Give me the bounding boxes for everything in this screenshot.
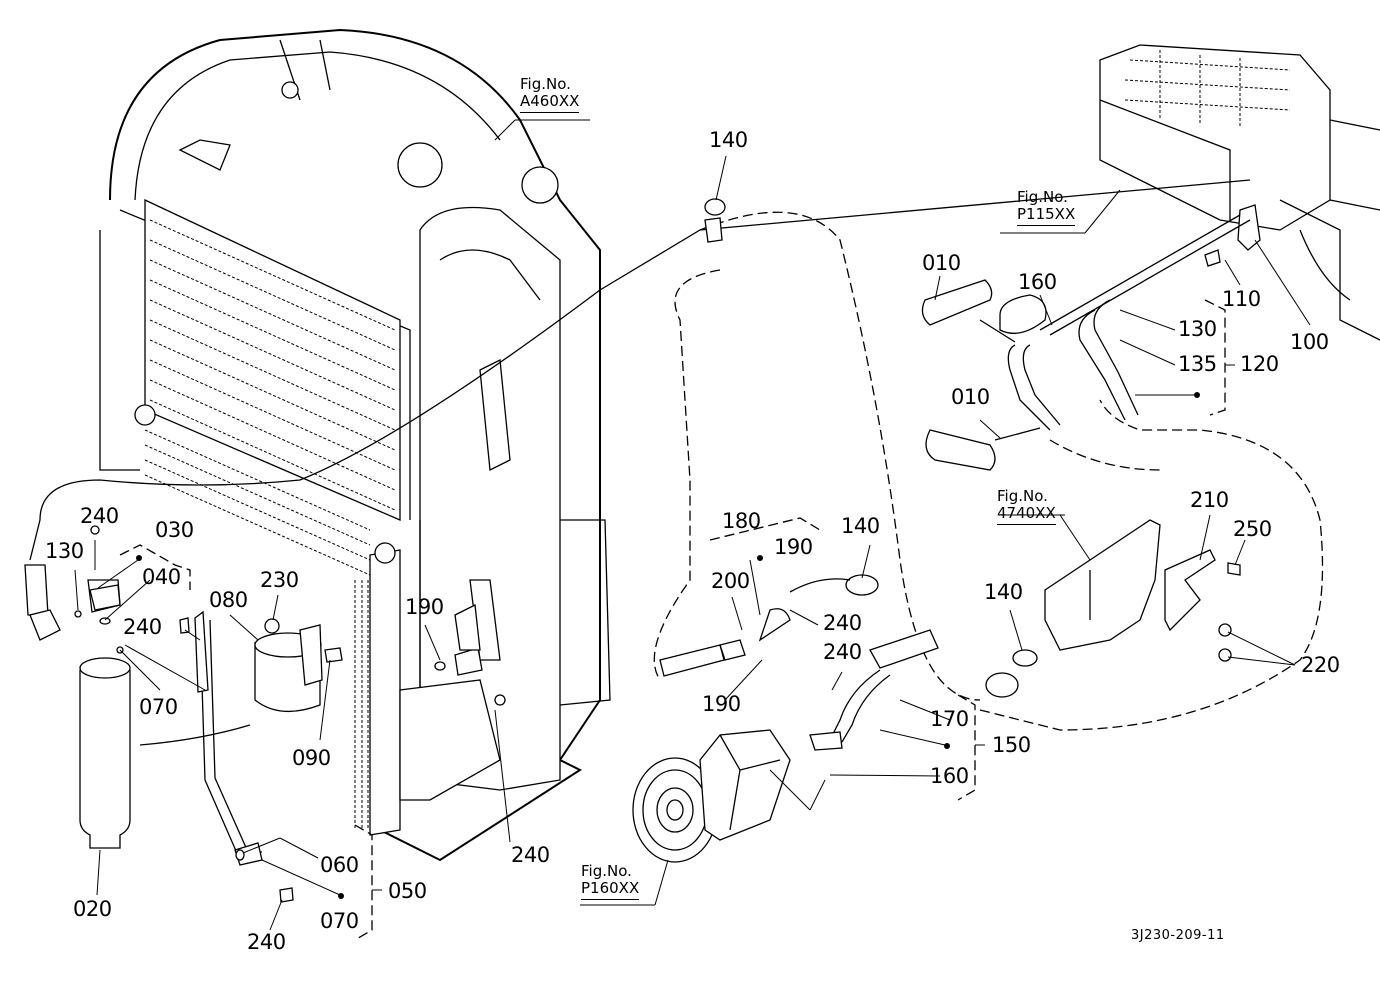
part-label-160[interactable]: 160 bbox=[930, 764, 969, 788]
part-label-080[interactable]: 080 bbox=[209, 588, 248, 612]
figure-ref-caption: Fig.No. bbox=[1017, 188, 1068, 206]
part-label-180[interactable]: 180 bbox=[722, 509, 761, 533]
fittings-drawing bbox=[74, 525, 506, 903]
refrigerant-pipes bbox=[24, 179, 1324, 861]
part-label-250[interactable]: 250 bbox=[1233, 517, 1272, 541]
part-label-070[interactable]: 070 bbox=[320, 909, 359, 933]
figure-ref-caption: Fig.No. bbox=[581, 862, 632, 880]
figure-ref-caption: Fig.No. bbox=[520, 75, 571, 93]
part-label-030[interactable]: 030 bbox=[155, 518, 194, 542]
figure-ref-4740xx[interactable]: Fig.No. 4740XX bbox=[997, 487, 1056, 525]
part-label-210[interactable]: 210 bbox=[1190, 488, 1229, 512]
hose-assemblies bbox=[659, 198, 1038, 751]
part-label-240[interactable]: 240 bbox=[80, 504, 119, 528]
leader-lines bbox=[74, 119, 1311, 941]
compressor-drawing bbox=[632, 729, 791, 863]
hvac-unit-drawing bbox=[1099, 44, 1380, 341]
part-label-040[interactable]: 040 bbox=[142, 565, 181, 589]
part-label-220[interactable]: 220 bbox=[1301, 653, 1340, 677]
figure-ref-caption: Fig.No. bbox=[997, 487, 1048, 505]
part-label-240[interactable]: 240 bbox=[823, 611, 862, 635]
part-label-150[interactable]: 150 bbox=[992, 733, 1031, 757]
part-label-230[interactable]: 230 bbox=[260, 568, 299, 592]
figure-ref-number: 4740XX bbox=[997, 505, 1056, 525]
drawing-code: 3J230-209-11 bbox=[1131, 928, 1225, 943]
figure-ref-number: P160XX bbox=[581, 880, 640, 900]
figure-ref-number: A460XX bbox=[520, 93, 580, 113]
part-label-240[interactable]: 240 bbox=[123, 615, 162, 639]
part-label-120[interactable]: 120 bbox=[1240, 352, 1279, 376]
part-label-170[interactable]: 170 bbox=[930, 707, 969, 731]
part-label-140[interactable]: 140 bbox=[984, 580, 1023, 604]
part-label-160[interactable]: 160 bbox=[1018, 270, 1057, 294]
figure-ref-number: P115XX bbox=[1017, 206, 1076, 226]
part-label-190[interactable]: 190 bbox=[405, 595, 444, 619]
part-label-190[interactable]: 190 bbox=[702, 692, 741, 716]
figure-ref-p160xx[interactable]: Fig.No. P160XX bbox=[581, 862, 640, 900]
part-label-140[interactable]: 140 bbox=[709, 128, 748, 152]
radiator-assembly bbox=[99, 28, 611, 862]
figure-ref-p115xx[interactable]: Fig.No. P115XX bbox=[1017, 188, 1076, 226]
part-label-020[interactable]: 020 bbox=[73, 897, 112, 921]
part-label-130[interactable]: 130 bbox=[1178, 317, 1217, 341]
part-label-010[interactable]: 010 bbox=[922, 251, 961, 275]
part-label-050[interactable]: 050 bbox=[388, 879, 427, 903]
part-label-010[interactable]: 010 bbox=[951, 385, 990, 409]
part-label-240[interactable]: 240 bbox=[511, 843, 550, 867]
part-label-240[interactable]: 240 bbox=[823, 640, 862, 664]
figure-ref-a460xx[interactable]: Fig.No. A460XX bbox=[520, 75, 580, 113]
part-label-240[interactable]: 240 bbox=[247, 930, 286, 954]
part-label-090[interactable]: 090 bbox=[292, 746, 331, 770]
part-label-135[interactable]: 135 bbox=[1178, 352, 1217, 376]
part-label-100[interactable]: 100 bbox=[1290, 330, 1329, 354]
bracket-plate-drawing bbox=[921, 279, 1241, 662]
part-label-060[interactable]: 060 bbox=[320, 853, 359, 877]
part-label-140[interactable]: 140 bbox=[841, 514, 880, 538]
part-label-110[interactable]: 110 bbox=[1222, 287, 1261, 311]
part-label-190[interactable]: 190 bbox=[774, 535, 813, 559]
part-label-200[interactable]: 200 bbox=[711, 569, 750, 593]
part-label-070[interactable]: 070 bbox=[139, 695, 178, 719]
part-label-130[interactable]: 130 bbox=[45, 539, 84, 563]
